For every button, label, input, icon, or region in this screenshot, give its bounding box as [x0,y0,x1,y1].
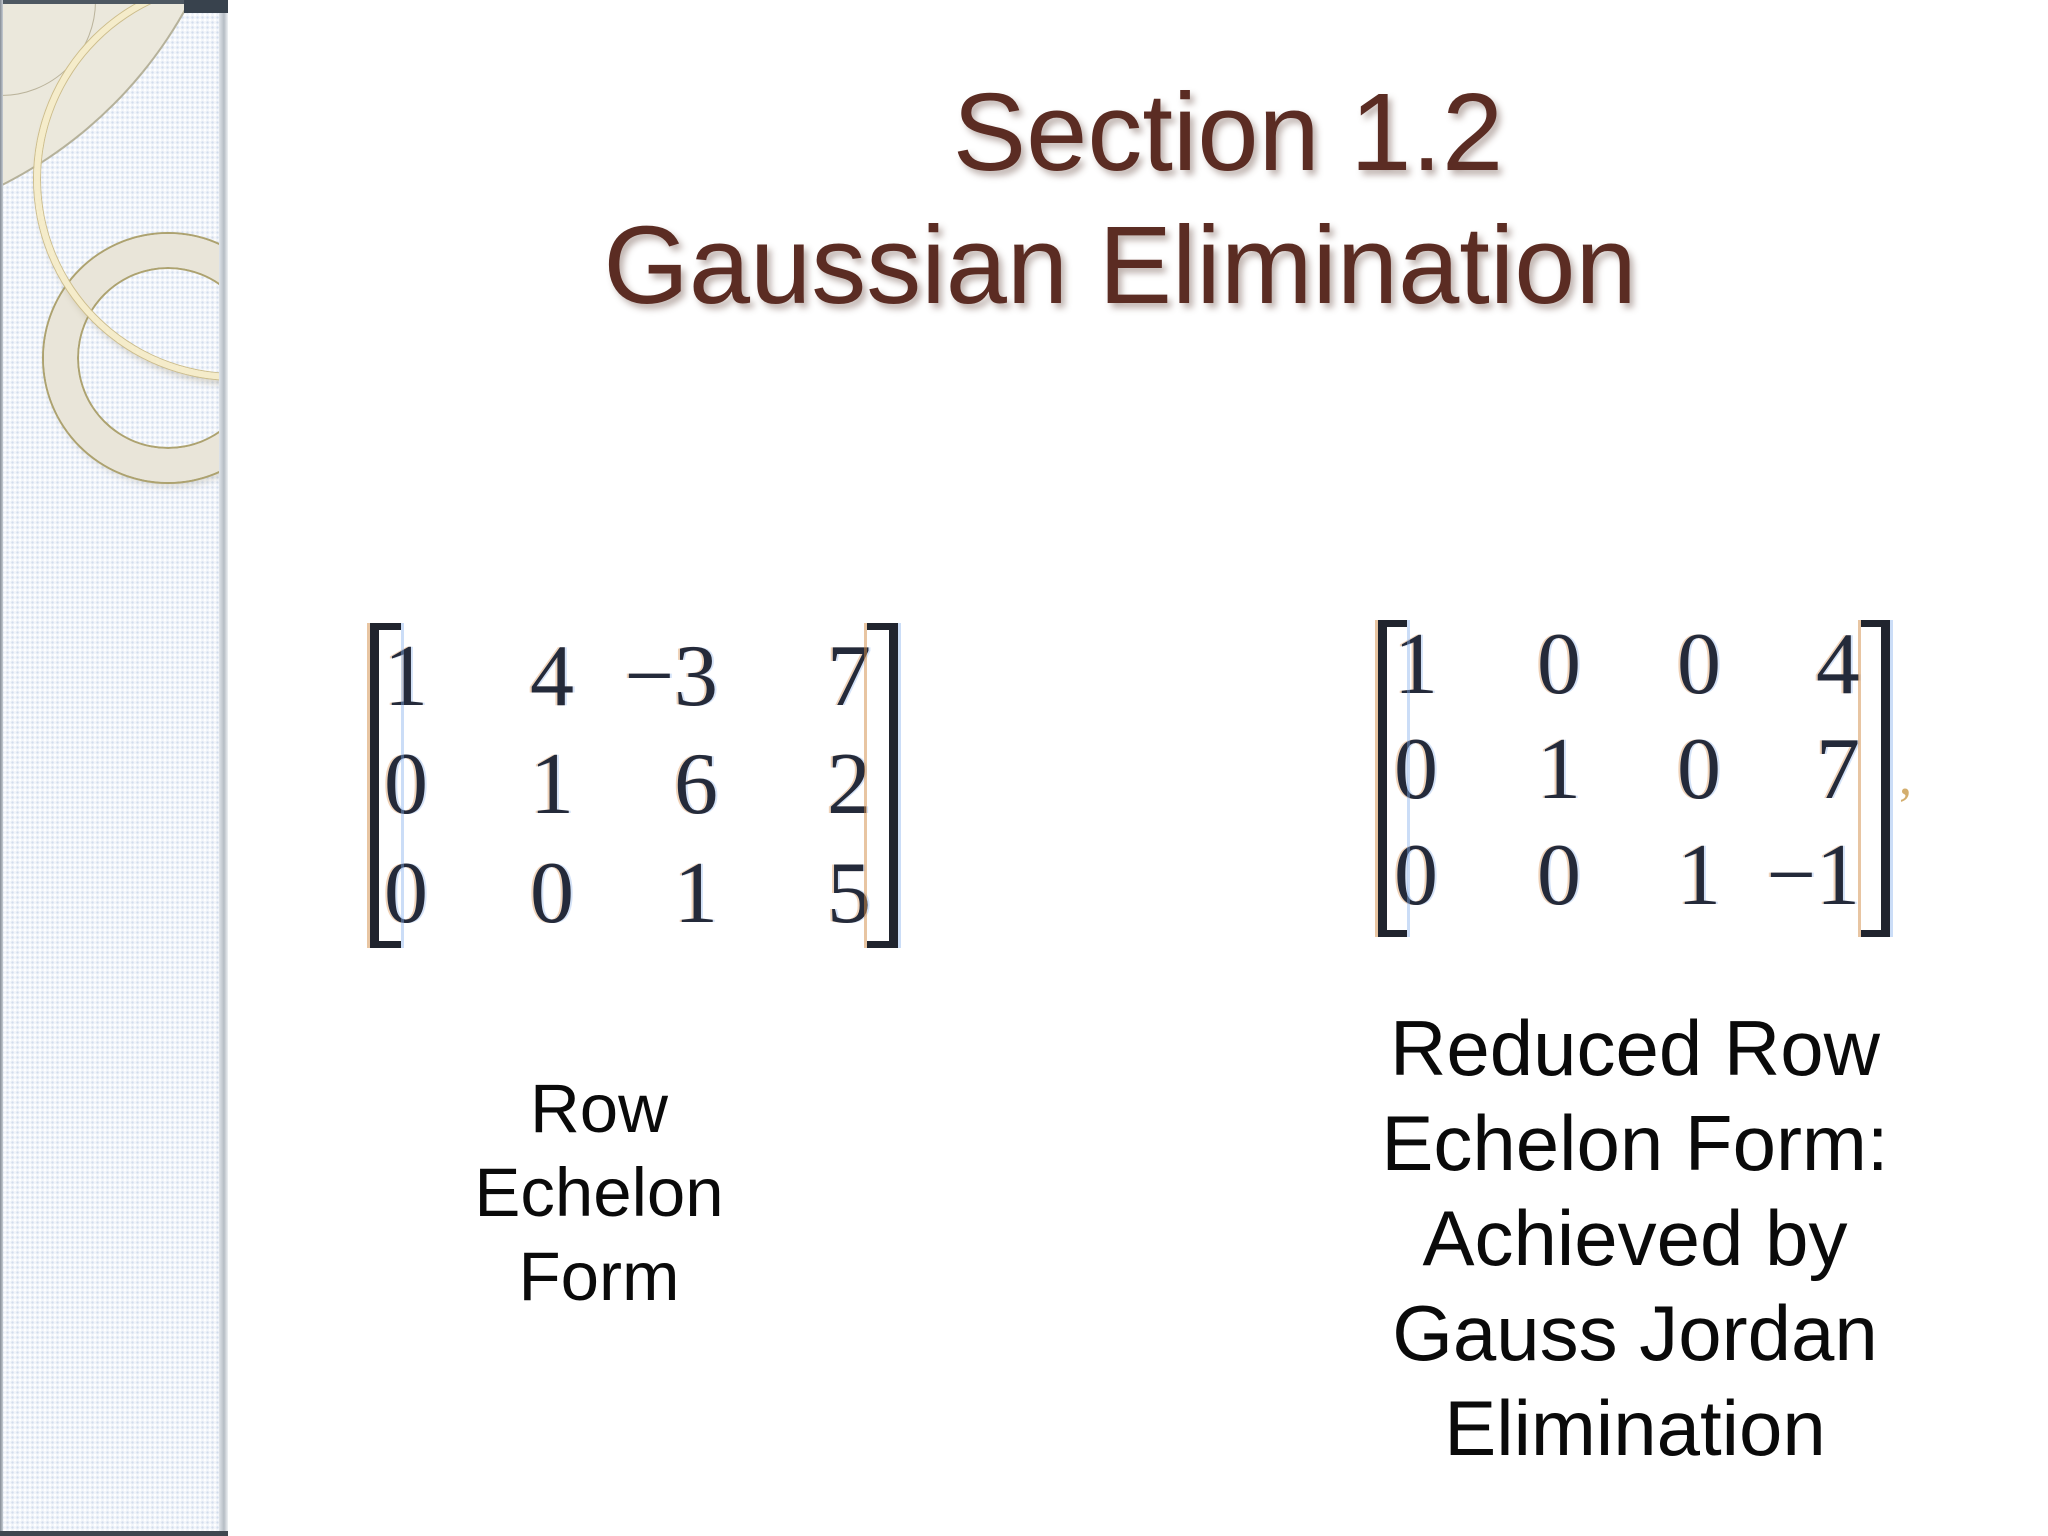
matrix-cell: 1 [384,628,428,726]
caption-reduced-row-echelon: Reduced Row Echelon Form: Achieved by Ga… [1335,1001,1935,1476]
matrix-cell: 0 [1394,827,1438,925]
caption-line: Echelon Form: [1381,1099,1889,1187]
matrix-cell: −3 [624,628,718,726]
caption-row-echelon-form: Row Echelon Form [399,1067,799,1319]
matrix-cell: 0 [1394,721,1438,819]
matrix-cell: 1 [1394,615,1438,713]
caption-line: Echelon [474,1154,724,1231]
caption-line: Row [529,1070,669,1147]
decor-bottom-bar [0,1531,228,1536]
caption-line: Gauss Jordan [1392,1289,1878,1377]
matrix-cell: 0 [1677,615,1721,713]
caption-line: Elimination [1444,1384,1826,1472]
decor-corner-block [184,0,228,13]
matrix-cell: 5 [827,844,871,942]
caption-line: Form [518,1238,680,1315]
matrix-cell: 7 [827,628,871,726]
matrix-cell: 2 [827,736,871,834]
matrix-cell: 0 [384,736,428,834]
matrix-cell: 0 [1537,615,1581,713]
matrix-cell: 1 [1537,721,1581,819]
matrix-cell: 0 [1537,827,1581,925]
matrix-left-bracket-open [370,623,401,948]
title-line-2: Gaussian Elimination [603,204,1637,327]
matrix-cell: 7 [1816,721,1860,819]
matrix-right-bracket-open [1378,620,1407,937]
matrix-reduced-row-echelon: 1 0 0 4 0 1 0 7 0 0 1 −1 [1394,612,1860,929]
matrix-right-trailing-comma: , [1899,749,1912,806]
matrix-left-bracket-close [867,623,898,948]
decor-top-bar [0,0,228,4]
title-line-1: Section 1.2 [952,71,1504,194]
slide-title: Section 1.2 Gaussian Elimination [600,66,1640,332]
matrix-row-echelon: 1 4 −3 7 0 1 6 2 0 0 1 5 [384,623,871,948]
decor-sidebar-edge [219,0,228,1536]
matrix-cell: 0 [530,844,574,942]
matrix-cell: 4 [530,628,574,726]
matrix-cell: 4 [1816,615,1860,713]
matrix-cell: 1 [530,736,574,834]
matrix-cell: 6 [674,736,718,834]
matrix-cell: 1 [1677,827,1721,925]
decor-left-edge [0,0,3,1536]
matrix-right-bracket-close [1861,620,1890,937]
caption-line: Reduced Row [1390,1004,1880,1092]
matrix-cell: 1 [674,844,718,942]
caption-line: Achieved by [1422,1194,1848,1282]
decor-sidebar [0,0,228,1536]
matrix-cell: 0 [1677,721,1721,819]
matrix-cell: 0 [384,844,428,942]
matrix-cell: −1 [1766,827,1860,925]
